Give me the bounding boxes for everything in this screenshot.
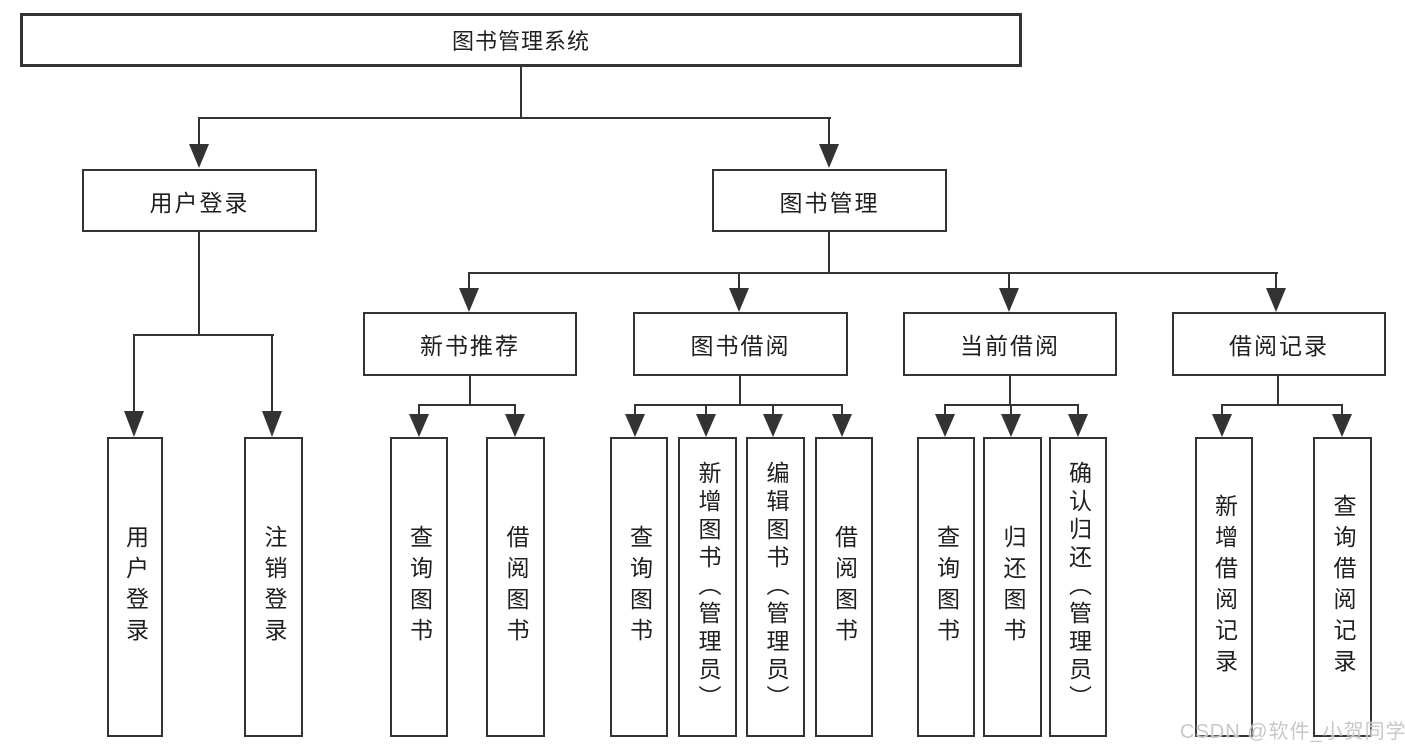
arrow-shaft — [828, 117, 830, 145]
leaf-label: 注销登录 — [261, 525, 287, 649]
arrowhead-down — [1068, 414, 1088, 437]
arrow-shaft — [514, 404, 516, 416]
arrowhead-down — [409, 414, 429, 437]
arrowhead-down — [505, 414, 525, 437]
connector-book-mgmt-trunk — [828, 231, 830, 274]
leaf-label: 查询图书 — [406, 525, 433, 649]
arrowhead-down — [729, 288, 749, 312]
leaf-br-query-borrow-record: 查询借阅记录 — [1313, 437, 1372, 737]
connector-br-branch — [1221, 404, 1343, 406]
connector-user-login-trunk — [198, 231, 200, 336]
watermark: CSDN @软件_小贺同学 — [1180, 721, 1405, 743]
arrowhead-down — [459, 288, 479, 312]
arrowhead-down — [696, 414, 716, 437]
arrowhead-down — [999, 288, 1019, 312]
leaf-label: 查询借阅记录 — [1330, 494, 1356, 680]
connector-br-trunk — [1277, 375, 1279, 406]
arrow-shaft — [944, 404, 946, 416]
arrow-shaft — [271, 334, 273, 412]
connector-user-login-branch — [133, 334, 274, 336]
arrow-shaft — [1077, 404, 1079, 416]
arrow-shaft — [841, 404, 843, 416]
connector-bb-trunk — [739, 375, 741, 406]
arrow-shaft — [1341, 404, 1343, 416]
connector-bb-branch — [634, 404, 843, 406]
arrow-shaft — [133, 334, 135, 412]
arrow-shaft — [738, 272, 740, 290]
arrowhead-down — [262, 411, 282, 437]
node-library-management-system: 图书管理系统 — [20, 13, 1022, 67]
leaf-logout: 注销登录 — [244, 437, 303, 737]
leaf-nb-query-books: 查询图书 — [390, 437, 448, 737]
arrow-shaft — [634, 404, 636, 416]
node-book-management: 图书管理 — [712, 169, 947, 232]
leaf-cb-confirm-return-admin: 确认归还（管理员） — [1049, 437, 1107, 737]
leaf-user-login: 用户登录 — [107, 437, 163, 737]
arrowhead-down — [124, 411, 144, 437]
arrowhead-down — [1212, 414, 1232, 437]
arrow-shaft — [705, 404, 707, 416]
leaf-label: 确认归还（管理员） — [1065, 461, 1092, 713]
arrow-shaft — [198, 117, 200, 145]
leaf-label: 用户登录 — [122, 525, 149, 649]
leaf-label: 归还图书 — [1000, 525, 1026, 649]
connector-nb-trunk — [469, 375, 471, 406]
connector-cb-trunk — [1009, 375, 1011, 406]
leaf-label: 新增图书（管理员） — [695, 461, 721, 713]
connector-book-mgmt-branch — [468, 272, 1278, 274]
arrow-shaft — [1275, 272, 1277, 290]
leaf-label: 编辑图书（管理员） — [763, 461, 789, 713]
arrow-shaft — [772, 404, 774, 416]
leaf-bb-query-books: 查询图书 — [610, 437, 668, 737]
leaf-cb-return-books: 归还图书 — [983, 437, 1042, 737]
arrow-shaft — [418, 404, 420, 416]
leaf-label: 借阅图书 — [831, 525, 858, 649]
node-borrow-record: 借阅记录 — [1172, 312, 1386, 376]
arrowhead-down — [935, 414, 955, 437]
arrowhead-down — [1001, 414, 1021, 437]
leaf-label: 查询图书 — [933, 525, 960, 649]
arrowhead-down — [819, 144, 839, 168]
connector-root-trunk — [520, 66, 522, 118]
arrowhead-down — [1266, 288, 1286, 312]
connector-root-branch — [199, 117, 831, 119]
arrowhead-down — [1332, 414, 1352, 437]
arrowhead-down — [832, 414, 852, 437]
leaf-label: 新增借阅记录 — [1211, 494, 1238, 680]
leaf-label: 借阅图书 — [503, 525, 529, 649]
leaf-bb-add-books-admin: 新增图书（管理员） — [678, 437, 737, 737]
leaf-nb-borrow-books: 借阅图书 — [486, 437, 545, 737]
arrow-shaft — [1010, 404, 1012, 416]
leaf-label: 查询图书 — [626, 525, 653, 649]
node-new-book-recommend: 新书推荐 — [363, 312, 577, 376]
arrowhead-down — [763, 414, 783, 437]
node-current-borrow: 当前借阅 — [903, 312, 1117, 376]
arrowhead-down — [625, 414, 645, 437]
arrowhead-down — [189, 144, 209, 168]
leaf-bb-edit-books-admin: 编辑图书（管理员） — [746, 437, 805, 737]
connector-nb-branch — [418, 404, 516, 406]
leaf-br-add-borrow-record: 新增借阅记录 — [1195, 437, 1253, 737]
arrow-shaft — [1008, 272, 1010, 290]
node-user-login: 用户登录 — [82, 169, 317, 232]
arrow-shaft — [468, 272, 470, 290]
leaf-cb-query-books: 查询图书 — [917, 437, 975, 737]
leaf-bb-borrow-books: 借阅图书 — [815, 437, 873, 737]
node-book-borrow: 图书借阅 — [633, 312, 848, 376]
arrow-shaft — [1221, 404, 1223, 416]
